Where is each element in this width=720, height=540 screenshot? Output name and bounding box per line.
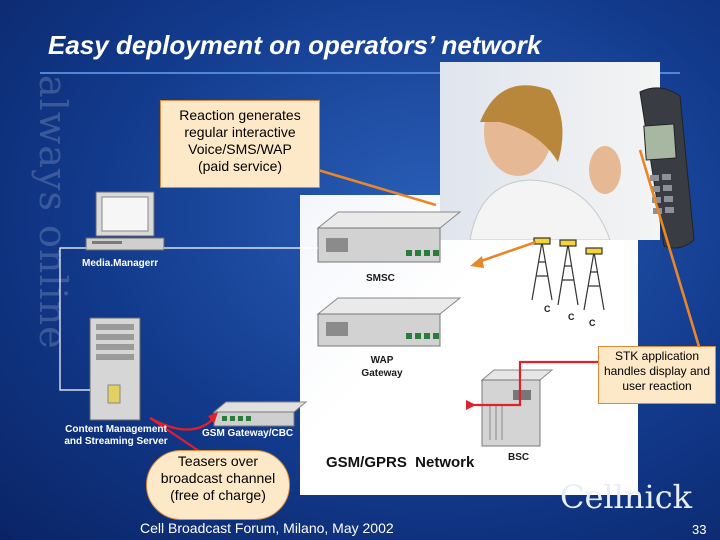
reaction-callout: Reaction generates regular interactive V…	[160, 100, 320, 188]
cell-label-c: C	[589, 318, 596, 328]
gsm-gateway-icon	[212, 401, 308, 427]
red-arrowhead-bsc	[466, 400, 476, 410]
bsc-label: BSC	[508, 452, 530, 463]
cell-label-b: C	[568, 312, 575, 322]
slide-title: Easy deployment on operators’ network	[48, 30, 542, 60]
wap-gateway-label: WAP Gateway	[361, 355, 403, 379]
media-manager-label: Media.Managerr	[82, 258, 159, 269]
smsc-label: SMSC	[366, 273, 395, 284]
connector-lines	[59, 247, 318, 391]
wap-gateway-server-icon	[316, 297, 462, 347]
company-logo-text: Cellnick	[560, 478, 693, 516]
gsm-gateway-label: GSM Gateway/CBC	[202, 428, 294, 439]
network-label: GSM/GPRS Network	[326, 454, 475, 471]
content-server-icon	[89, 317, 141, 421]
stk-callout: STK application handles display and user…	[598, 346, 716, 404]
page-number: 33	[692, 522, 707, 537]
antenna-tower-icon	[531, 237, 605, 311]
content-server-label: Content Management and Streaming Server	[64, 424, 168, 447]
media-manager-computer-icon	[85, 191, 165, 251]
mobile-phone-icon	[639, 87, 695, 249]
orange-arrowhead-smsc	[470, 256, 484, 268]
smsc-server-icon	[316, 211, 462, 263]
bsc-cabinet-icon	[480, 369, 554, 447]
slide-footer: Cell Broadcast Forum, Milano, May 2002	[140, 520, 394, 536]
cell-label-a: C	[544, 304, 551, 314]
teasers-callout: Teasers over broadcast channel (free of …	[146, 450, 290, 520]
red-arrowhead-gsm	[208, 412, 218, 424]
orange-callout-arrows	[317, 149, 702, 351]
person-with-phone-photo	[440, 62, 660, 240]
title-divider	[40, 72, 680, 74]
